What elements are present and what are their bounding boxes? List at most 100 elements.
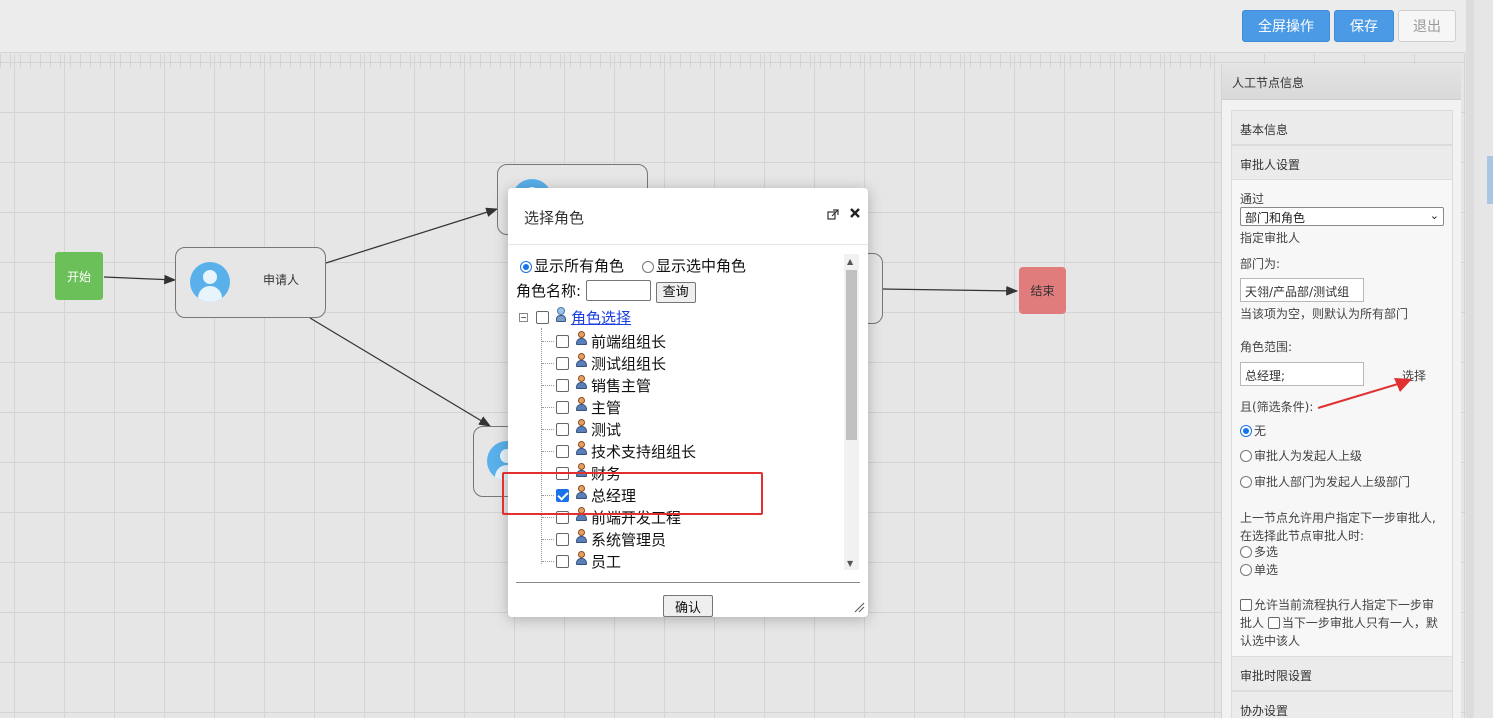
fullscreen-button[interactable]: 全屏操作 <box>1242 10 1330 42</box>
show-all-roles-option[interactable]: 显示所有角色 <box>520 255 624 276</box>
role-item-label: 销售主管 <box>591 376 652 395</box>
edge-applicant-bottom[interactable] <box>309 317 492 427</box>
canvas-ruler <box>0 54 1220 68</box>
role-item-label: 系统管理员 <box>591 530 667 549</box>
confirm-button[interactable]: 确认 <box>663 595 713 617</box>
role-checkbox[interactable] <box>556 532 569 546</box>
end-node[interactable]: 结束 <box>1019 267 1066 314</box>
role-item[interactable]: 主管 <box>556 396 621 418</box>
checkbox-icon[interactable] <box>1240 599 1252 611</box>
radio-icon <box>1240 425 1252 437</box>
role-item[interactable]: 测试组组长 <box>556 352 666 374</box>
role-list-scrollbar[interactable]: ▲ ▼ <box>844 254 859 570</box>
role-checkbox[interactable] <box>556 510 569 524</box>
tree-connector <box>541 328 542 564</box>
role-item[interactable]: 财务 <box>556 462 621 484</box>
top-toolbar: 全屏操作 保存 退出 <box>0 0 1466 53</box>
radio-icon <box>520 261 532 273</box>
user-role-icon <box>575 397 587 413</box>
radio-icon <box>642 261 654 273</box>
tree-branch-line <box>542 407 554 408</box>
edge-to-end[interactable] <box>882 286 1019 296</box>
role-checkbox[interactable] <box>556 554 569 568</box>
section-approver-settings[interactable]: 审批人设置 <box>1231 145 1453 180</box>
role-item[interactable]: 员工 <box>556 550 621 572</box>
tree-branch-line <box>542 341 554 342</box>
root-checkbox[interactable] <box>536 311 549 324</box>
next-approver-hint-2: 在选择此节点审批人时: <box>1240 529 1365 543</box>
auto-select-checkbox[interactable] <box>1267 617 1280 629</box>
dialog-title: 选择角色 <box>524 209 585 227</box>
tree-branch-line <box>542 451 554 452</box>
side-collapse-tab[interactable] <box>1487 156 1493 204</box>
role-item[interactable]: 销售主管 <box>556 374 651 396</box>
role-item-label: 员工 <box>591 552 622 571</box>
scroll-up-icon[interactable]: ▲ <box>847 257 854 266</box>
role-checkbox[interactable] <box>556 444 569 458</box>
user-role-icon <box>575 551 587 567</box>
role-item[interactable]: 系统管理员 <box>556 528 666 550</box>
edge-applicant-top[interactable] <box>325 207 499 264</box>
role-item[interactable]: 前端组组长 <box>556 330 666 352</box>
filter-option-superior-dept[interactable]: 审批人部门为发起人上级部门 <box>1240 473 1410 490</box>
user-role-icon <box>575 353 587 369</box>
role-item-label: 总经理 <box>591 486 637 505</box>
start-node[interactable]: 开始 <box>55 252 103 300</box>
close-icon[interactable] <box>849 207 863 221</box>
allow-assign-option[interactable]: 允许当前流程执行人指定下一步审 <box>1240 596 1434 613</box>
select-role-dialog: 选择角色 显示所有角色 显示选中角色 角色名称: 查询 − 角色选择 ▲ ▼ 确… <box>508 188 868 617</box>
role-checkbox[interactable] <box>556 334 569 348</box>
radio-icon <box>1240 546 1252 558</box>
collapse-toggle-icon[interactable]: − <box>519 313 528 322</box>
user-role-icon <box>575 485 587 501</box>
select-role-link[interactable]: 选择 <box>1402 369 1427 383</box>
role-checkbox[interactable] <box>556 488 569 502</box>
panel-scroll-strip[interactable] <box>1466 0 1474 718</box>
dept-label: 部门为: <box>1240 257 1281 271</box>
single-select-option[interactable]: 单选 <box>1240 561 1278 578</box>
role-name-search-row: 角色名称: 查询 <box>516 280 696 303</box>
approver-settings-body: 通过 部门和角色 ⌄ 指定审批人 部门为: 天翎/产品部/测试组 当该项为空，则… <box>1231 180 1453 656</box>
role-item-label: 技术支持组组长 <box>591 442 697 461</box>
user-role-icon <box>575 331 587 347</box>
multi-select-option[interactable]: 多选 <box>1240 543 1278 560</box>
user-role-icon <box>575 375 587 391</box>
dept-input[interactable]: 天翎/产品部/测试组 <box>1240 278 1364 302</box>
maximize-icon[interactable] <box>827 209 839 221</box>
applicant-node-label: 申请人 <box>263 273 300 287</box>
query-button[interactable]: 查询 <box>655 282 696 303</box>
scroll-thumb[interactable] <box>846 270 857 440</box>
tree-root-label[interactable]: 角色选择 <box>571 309 632 327</box>
role-range-input[interactable]: 总经理; <box>1240 362 1364 386</box>
user-role-icon <box>575 419 587 435</box>
edge-start-applicant[interactable] <box>103 274 177 285</box>
via-select[interactable]: 部门和角色 ⌄ <box>1240 207 1444 226</box>
role-checkbox[interactable] <box>556 356 569 370</box>
section-time-limit[interactable]: 审批时限设置 <box>1231 656 1453 691</box>
role-item-label: 主管 <box>591 398 622 417</box>
role-item[interactable]: 技术支持组组长 <box>556 440 696 462</box>
role-item[interactable]: 总经理 <box>556 484 636 506</box>
resize-grip-icon[interactable] <box>853 601 865 613</box>
role-checkbox[interactable] <box>556 466 569 480</box>
section-basic-info[interactable]: 基本信息 <box>1231 110 1453 145</box>
role-name-label: 角色名称: <box>516 282 582 300</box>
role-checkbox[interactable] <box>556 378 569 392</box>
role-name-input[interactable] <box>585 280 651 301</box>
filter-option-superior[interactable]: 审批人为发起人上级 <box>1240 447 1362 464</box>
applicant-node[interactable]: 申请人 <box>175 247 326 318</box>
show-selected-roles-option[interactable]: 显示选中角色 <box>642 255 746 276</box>
role-item[interactable]: 前端开发工程 <box>556 506 681 528</box>
role-checkbox[interactable] <box>556 400 569 414</box>
section-assist[interactable]: 协办设置 <box>1231 691 1453 718</box>
scroll-down-icon[interactable]: ▼ <box>847 559 854 568</box>
role-item[interactable]: 测试 <box>556 418 621 440</box>
save-button[interactable]: 保存 <box>1334 10 1394 42</box>
exit-button[interactable]: 退出 <box>1398 10 1456 42</box>
role-checkbox[interactable] <box>556 422 569 436</box>
user-role-icon <box>575 463 587 479</box>
user-role-icon <box>575 507 587 523</box>
node-info-panel: 人工节点信息 基本信息 审批人设置 通过 部门和角色 ⌄ 指定审批人 部门为: … <box>1221 64 1461 718</box>
user-avatar-icon <box>190 262 230 302</box>
filter-option-none[interactable]: 无 <box>1240 422 1266 439</box>
